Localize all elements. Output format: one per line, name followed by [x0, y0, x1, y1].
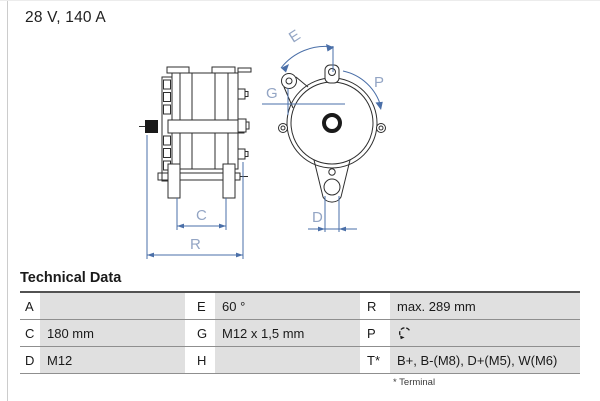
- cell-label-c: C: [20, 320, 40, 346]
- shaft-stub: [139, 120, 158, 133]
- alternator-side-view: [139, 66, 252, 199]
- dimension-g: G: [262, 85, 345, 115]
- cell-value-t: B+, B-(M8), D+(M5), W(M6): [390, 347, 580, 373]
- cell-value-r: max. 289 mm: [390, 293, 580, 319]
- shaft-hole: [322, 113, 342, 133]
- cell-label-g: G: [185, 320, 215, 346]
- cell-label-e: E: [185, 293, 215, 319]
- table-row: A E 60 ° R max. 289 mm: [20, 293, 580, 319]
- dimension-label-e: E: [286, 27, 304, 47]
- dimension-p: P: [342, 70, 384, 110]
- terminal-footnote: * Terminal: [393, 377, 436, 388]
- cell-label-a: A: [20, 293, 40, 319]
- dimension-label-r: R: [190, 236, 201, 253]
- cell-value-g: M12 x 1,5 mm: [215, 320, 360, 346]
- dimension-d: D: [308, 196, 357, 232]
- dimension-r: R: [146, 135, 244, 259]
- dimension-label-p: P: [374, 74, 384, 91]
- technical-drawing: C R: [139, 27, 386, 259]
- rotation-direction-icon: [398, 326, 410, 339]
- technical-data-table: Technical Data A E 60 ° R max. 289 mm C …: [20, 270, 580, 388]
- dimension-c: C: [176, 198, 227, 230]
- cell-label-r: R: [360, 293, 390, 319]
- cell-label-p: P: [360, 320, 390, 346]
- cell-value-h: [215, 347, 360, 373]
- dimension-e: E: [280, 27, 334, 73]
- alternator-front-view: [278, 64, 386, 203]
- cell-value-a: [40, 293, 185, 319]
- dimension-label-c: C: [196, 207, 207, 224]
- dimension-label-g: G: [266, 85, 278, 102]
- cell-value-p: [390, 320, 580, 346]
- table-row: C 180 mm G M12 x 1,5 mm P: [20, 319, 580, 346]
- cell-value-e: 60 °: [215, 293, 360, 319]
- page-left-rule: [7, 1, 8, 401]
- cell-value-c: 180 mm: [40, 320, 185, 346]
- table-row: D M12 H T* B+, B-(M8), D+(M5), W(M6): [20, 346, 580, 373]
- product-title: 28 V, 140 A: [25, 9, 106, 26]
- cell-label-h: H: [185, 347, 215, 373]
- cell-value-d: M12: [40, 347, 185, 373]
- table-heading: Technical Data: [20, 270, 122, 286]
- cell-label-d: D: [20, 347, 40, 373]
- table-body: A E 60 ° R max. 289 mm C 180 mm G M12 x …: [20, 291, 580, 374]
- cell-label-t: T*: [360, 347, 390, 373]
- dimension-label-d: D: [312, 209, 323, 226]
